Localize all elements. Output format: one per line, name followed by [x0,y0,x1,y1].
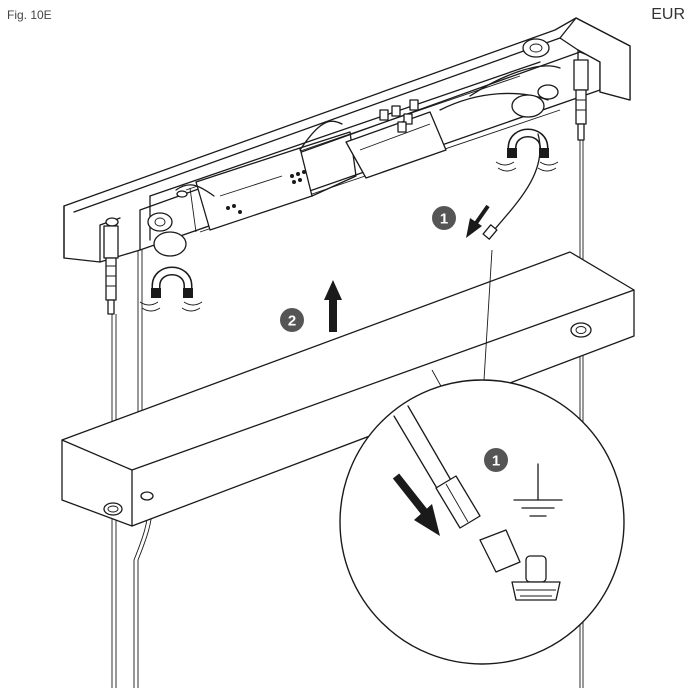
figure-label: Fig. 10E [7,8,52,22]
detail-callout [339,379,625,665]
region-label: EUR [651,6,685,23]
zoom-leader [431,249,493,389]
control-box-terminals [226,170,306,214]
cord-post-left [103,225,119,315]
bearing-right [511,38,559,118]
svg-text:1: 1 [492,453,500,470]
bearing-left [147,212,187,257]
arrow-icon [324,280,342,332]
ground-wire [493,133,541,231]
svg-text:1: 1 [440,211,448,228]
cord-post-right [573,59,589,141]
headrail-assembly [63,17,631,263]
svg-text:2: 2 [288,313,296,330]
arrow-icon [466,204,490,238]
arrow-icon [392,473,440,536]
step-1-badge: 1 [432,206,456,230]
wire-connectors [379,99,419,133]
magnet-icon [495,128,559,172]
step-2-badge: 2 [280,308,304,332]
fascia-rail [61,251,635,527]
magnet-icon [139,266,203,312]
ground-symbol-icon [513,463,563,517]
step-1-badge-detail: 1 [484,448,508,472]
